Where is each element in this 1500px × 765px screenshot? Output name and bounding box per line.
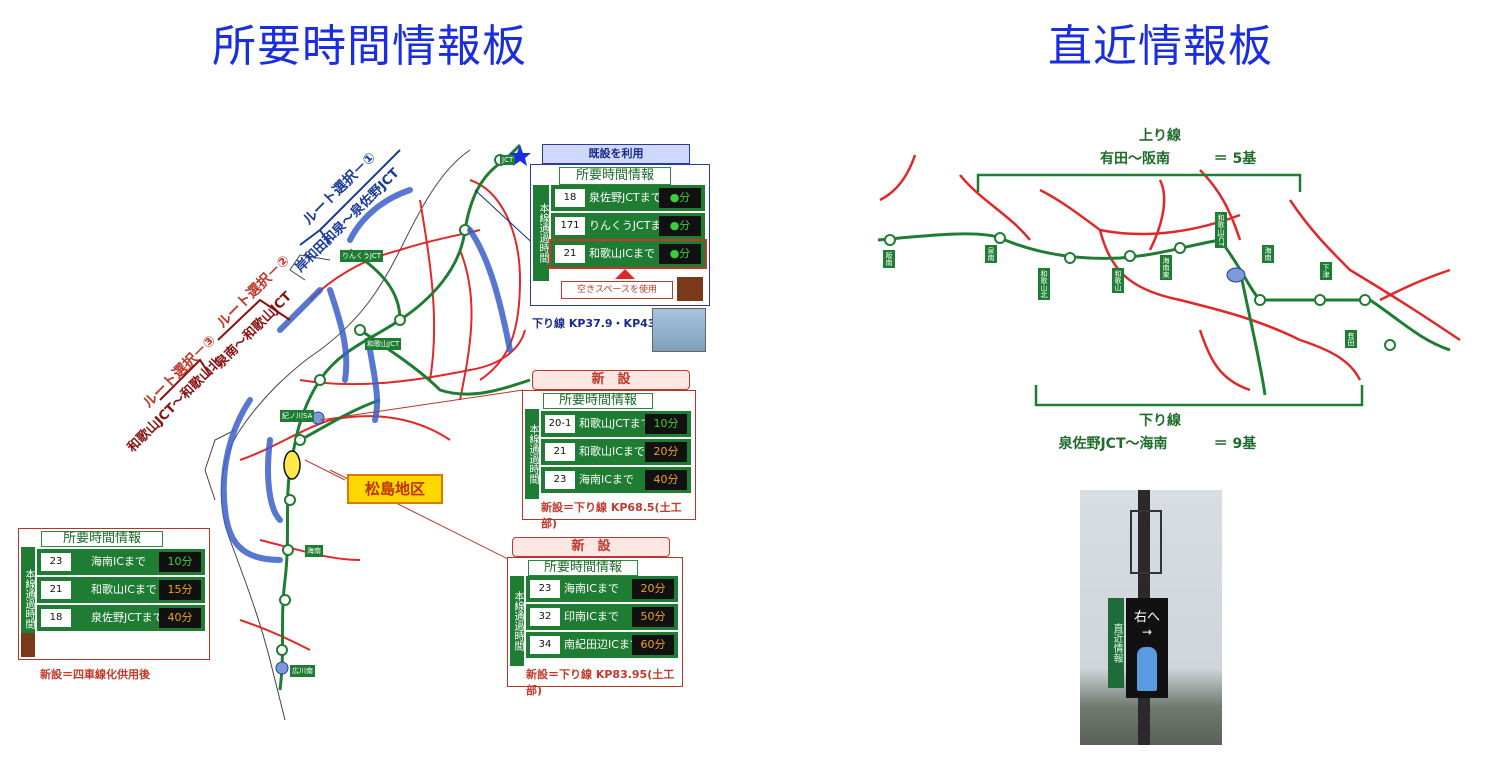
up-line-label: 上り線	[1139, 128, 1181, 144]
existing-tag: 既設を利用	[542, 144, 690, 164]
title-travel-time-board: 所要時間情報板	[212, 21, 527, 72]
board-row: 171 りんくうJCTまで ●分	[551, 213, 705, 239]
board-side: 本線通過時間	[21, 547, 35, 651]
board-row: 21 和歌山ICまで 20分	[541, 439, 691, 465]
up-line-range: 有田～阪南	[1100, 151, 1170, 167]
board-left-note: 新設＝四車線化供用後	[40, 668, 150, 681]
up-arrow-icon	[615, 269, 635, 279]
board-row: 18 泉佐野JCTまで 40分	[37, 605, 205, 631]
map-label: 広川南	[290, 665, 315, 677]
map-label: 和歌山JCT	[1215, 212, 1227, 249]
map-label: 下津	[1320, 262, 1332, 280]
sign-board: 右へ →	[1126, 598, 1168, 698]
map-label: 泉南	[985, 245, 997, 263]
board-row: 34 南紀田辺ICまで 60分	[526, 632, 678, 658]
down-line-label: 下り線	[1139, 413, 1181, 429]
sign-photo-thumbnail	[652, 308, 706, 352]
board-title: 所要時間情報	[41, 531, 163, 547]
sign-photo: 直近情報 右へ →	[1080, 490, 1222, 745]
board-new-2: 所要時間情報 本線通過時間 23 海南ICまで 20分 32 印南ICまで 50…	[507, 557, 683, 697]
board-side: 本線通過時間	[533, 185, 549, 281]
board-title: 所要時間情報	[559, 167, 671, 185]
board-new-2-note: 新設＝下り線 KP83.95(土工部)	[526, 668, 675, 697]
pole-frame	[1130, 510, 1162, 574]
new-tag-1: 新 設	[532, 370, 690, 390]
board-side: 本線通過時間	[510, 576, 524, 666]
map-label: 和歌山JCT	[365, 338, 402, 350]
map-label: 和歌山	[1112, 268, 1124, 293]
matsushima-tag: 松島地区	[347, 474, 443, 504]
board-title: 所要時間情報	[528, 560, 638, 576]
down-line-range: 泉佐野JCT～海南	[1058, 436, 1168, 452]
board-left: 所要時間情報 本線通過時間 23 海南ICまで 10分 21 和歌山ICまで 1…	[18, 528, 210, 660]
sign-post	[677, 277, 703, 301]
worker-figure-icon	[1137, 647, 1157, 691]
board-side: 本線通過時間	[525, 409, 539, 499]
title-nearby-info-board: 直近情報板	[1048, 21, 1273, 72]
map-label: 海南	[305, 545, 323, 557]
up-line-count: ＝ 5基	[1213, 151, 1257, 167]
board-row: 23 海南ICまで 20分	[526, 576, 678, 602]
map-label: 阪南	[883, 250, 895, 268]
board-row: 18 泉佐野JCTまで ●分	[551, 185, 705, 211]
map-label: 紀ノ川SA	[280, 410, 315, 422]
map-label: 和歌山北	[1038, 268, 1050, 300]
board-new-1-note: 新設＝下り線 KP68.5(土工部)	[541, 501, 682, 530]
map-label: 有田	[1345, 330, 1357, 348]
map-label: 海南	[1262, 245, 1274, 263]
sign-side-label: 直近情報	[1108, 598, 1124, 688]
map-label: JCT	[500, 155, 516, 165]
board-new-1: 所要時間情報 本線通過時間 20-1 和歌山JCTまで 10分 21 和歌山IC…	[522, 390, 696, 530]
sign-text: 右へ	[1133, 610, 1160, 625]
right-arrow-icon: →	[1141, 625, 1153, 639]
existing-note: 下り線 KP37.9・KP43.4	[532, 317, 668, 330]
map-label: 海南東	[1160, 255, 1172, 280]
board-row: 20-1 和歌山JCTまで 10分	[541, 411, 691, 437]
down-line-count: ＝ 9基	[1213, 436, 1257, 452]
board-row: 23 海南ICまで 10分	[37, 549, 205, 575]
new-tag-2: 新 設	[512, 537, 670, 557]
board-title: 所要時間情報	[543, 393, 653, 409]
board-row: 32 印南ICまで 50分	[526, 604, 678, 630]
sign-post	[21, 633, 35, 657]
spare-space-label: 空きスペースを使用	[561, 281, 673, 299]
board-row: 21 和歌山ICまで ●分	[549, 239, 707, 269]
map-label: りんくうJCT	[340, 250, 384, 262]
board-existing: 所要時間情報 本線通過時間 18 泉佐野JCTまで ●分 171 りんくうJCT…	[530, 164, 710, 306]
board-row: 23 海南ICまで 40分	[541, 467, 691, 493]
board-row: 21 和歌山ICまで 15分	[37, 577, 205, 603]
